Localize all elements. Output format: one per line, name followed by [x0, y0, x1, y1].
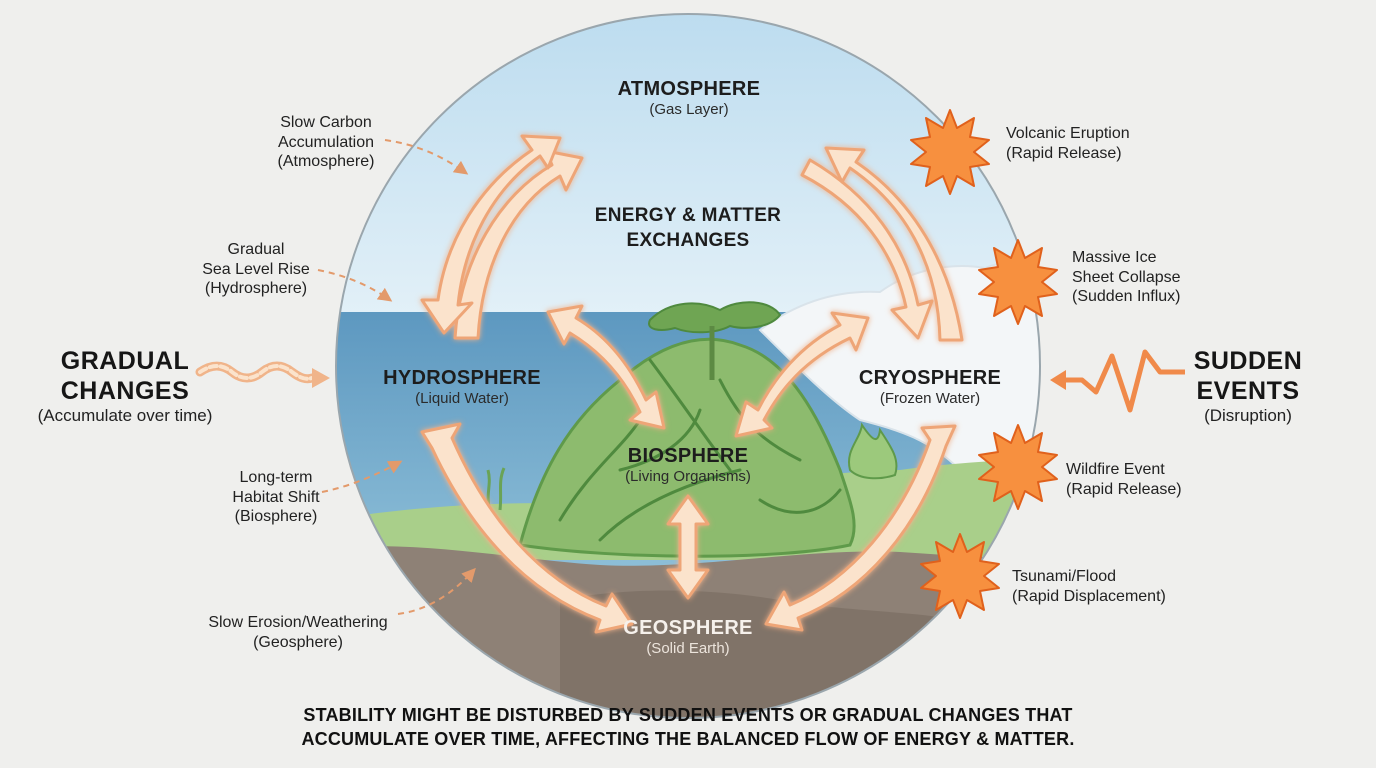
arrow-hydrosphere-biosphere — [546, 304, 666, 430]
atmosphere-label: ATMOSPHERE (Gas Layer) — [589, 77, 789, 120]
arrow-atmosphere-cryosphere — [800, 146, 964, 342]
gradual-item-habitat-line1: Long-term — [239, 469, 313, 486]
gradual-item-erosion: Slow Erosion/Weathering (Geosphere) — [188, 613, 408, 652]
sudden-item-ice-line1: Massive Ice — [1072, 249, 1157, 266]
gradual-item-erosion-line1: Slow Erosion/Weathering — [208, 614, 388, 631]
sudden-events-heading: SUDDEN EVENTS (Disruption) — [1158, 346, 1338, 427]
sudden-item-tsunami-line1: Tsunami/Flood — [1012, 568, 1117, 585]
dashed-arrow-hydrosphere — [317, 269, 393, 302]
geosphere-subtitle: (Solid Earth) — [646, 640, 730, 658]
tree-canopy — [648, 301, 782, 334]
tsunami-burst-icon — [920, 533, 1000, 619]
sudden-item-wildfire: Wildfire Event (Rapid Release) — [1066, 460, 1216, 499]
gradual-dashed-arrows — [317, 139, 476, 615]
sudden-item-tsunami: Tsunami/Flood (Rapid Displacement) — [1012, 567, 1192, 606]
biosphere-title: BIOSPHERE — [627, 445, 749, 467]
sudden-subtitle: (Disruption) — [1204, 406, 1292, 425]
gradual-item-habitat-line2: Habitat Shift — [232, 488, 320, 506]
burst-icons — [910, 109, 1058, 619]
gradual-item-erosion-line2: (Geosphere) — [253, 633, 343, 651]
footer-line2: ACCUMULATE OVER TIME, AFFECTING THE BALA… — [301, 728, 1075, 749]
gradual-item-sea-level-line3: (Hydrosphere) — [204, 280, 308, 298]
exchanges-line2: EXCHANGES — [626, 229, 750, 251]
atmosphere-title: ATMOSPHERE — [617, 78, 761, 100]
sudden-item-wildfire-line2: (Rapid Release) — [1066, 480, 1182, 498]
sudden-item-volcano-line1: Volcanic Eruption — [1006, 125, 1130, 142]
gradual-wave-arrow — [195, 361, 330, 388]
sudden-item-volcano: Volcanic Eruption (Rapid Release) — [1006, 124, 1166, 163]
hydrosphere-subtitle: (Liquid Water) — [415, 390, 509, 408]
arrow-hydrosphere-geosphere — [420, 422, 634, 634]
fire-plant — [848, 422, 898, 480]
gradual-item-carbon-line2: Accumulation — [277, 133, 375, 151]
gradual-item-habitat-line3: (Biosphere) — [234, 508, 318, 526]
gradual-changes-heading: GRADUAL CHANGES (Accumulate over time) — [20, 346, 230, 427]
wildfire-burst-icon — [978, 424, 1058, 510]
arrow-biosphere-geosphere — [666, 494, 710, 600]
gradual-item-sea-level-line1: Gradual — [227, 241, 285, 258]
hydrosphere-label: HYDROSPHERE (Liquid Water) — [362, 366, 562, 409]
sudden-title-line1: SUDDEN — [1193, 347, 1303, 375]
dashed-arrow-geosphere — [397, 567, 476, 615]
cryosphere-label: CRYOSPHERE (Frozen Water) — [830, 366, 1030, 409]
gradual-item-habitat: Long-term Habitat Shift (Biosphere) — [196, 468, 356, 527]
ice-collapse-burst-icon — [978, 239, 1058, 325]
sudden-item-ice-collapse: Massive Ice Sheet Collapse (Sudden Influ… — [1072, 248, 1222, 307]
atmosphere-subtitle: (Gas Layer) — [649, 101, 729, 119]
gradual-title-line2: CHANGES — [60, 377, 190, 405]
exchanges-label: ENERGY & MATTER EXCHANGES — [568, 204, 808, 253]
sudden-item-ice-line3: (Sudden Influx) — [1072, 288, 1181, 306]
exchanges-line1: ENERGY & MATTER — [594, 205, 782, 226]
gradual-item-carbon: Slow Carbon Accumulation (Atmosphere) — [236, 113, 416, 172]
gradual-title-line1: GRADUAL — [60, 347, 190, 375]
hydrosphere-title: HYDROSPHERE — [383, 367, 541, 389]
sudden-title-line2: EVENTS — [1196, 377, 1300, 405]
dashed-arrow-atmosphere — [384, 139, 469, 175]
sudden-item-volcano-line2: (Rapid Release) — [1006, 144, 1122, 162]
gradual-item-carbon-line3: (Atmosphere) — [277, 153, 375, 171]
arrow-cryosphere-geosphere — [764, 424, 957, 632]
sudden-item-tsunami-line2: (Rapid Displacement) — [1012, 587, 1166, 605]
geosphere-label: GEOSPHERE (Solid Earth) — [588, 616, 788, 659]
footer-caption: STABILITY MIGHT BE DISTURBED BY SUDDEN E… — [0, 704, 1376, 752]
gradual-item-sea-level: Gradual Sea Level Rise (Hydrosphere) — [176, 240, 336, 299]
sudden-item-wildfire-line1: Wildfire Event — [1066, 461, 1165, 478]
gradual-item-carbon-line1: Slow Carbon — [280, 114, 372, 131]
gradual-item-sea-level-line2: Sea Level Rise — [202, 260, 310, 278]
arrow-atmosphere-hydrosphere — [420, 134, 584, 340]
globe-outline — [335, 13, 1041, 719]
cryosphere-subtitle: (Frozen Water) — [879, 390, 981, 408]
sudden-zigzag-arrow — [1050, 349, 1185, 413]
sudden-item-ice-line2: Sheet Collapse — [1072, 268, 1181, 286]
volcano-burst-icon — [910, 109, 990, 195]
footer-line1: STABILITY MIGHT BE DISTURBED BY SUDDEN E… — [303, 705, 1073, 725]
exchange-arrows — [420, 134, 964, 634]
cryosphere-title: CRYOSPHERE — [858, 367, 1002, 389]
arrow-cryosphere-biosphere — [734, 311, 870, 438]
gradual-subtitle: (Accumulate over time) — [37, 406, 213, 425]
biosphere-label: BIOSPHERE (Living Organisms) — [588, 444, 788, 487]
geosphere-title: GEOSPHERE — [623, 617, 753, 639]
biosphere-subtitle: (Living Organisms) — [625, 468, 751, 486]
